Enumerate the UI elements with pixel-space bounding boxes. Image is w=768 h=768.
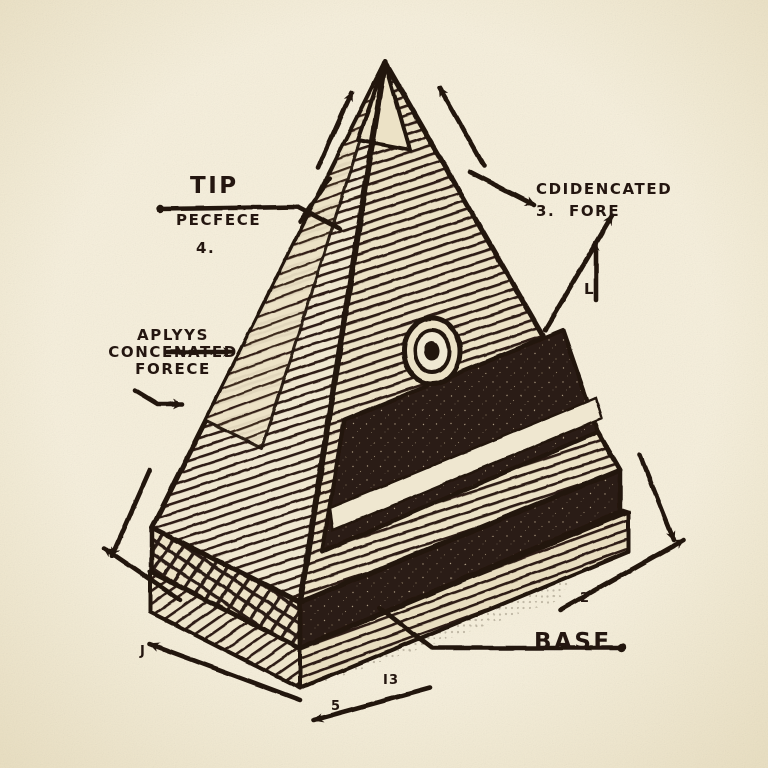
base-dim-right bbox=[557, 537, 687, 613]
base-dim-left bbox=[101, 545, 183, 603]
dimension-j: J bbox=[140, 644, 147, 659]
dimension-5: 5 bbox=[331, 699, 342, 714]
wedge-body bbox=[149, 59, 623, 605]
force-arrow-lower bbox=[132, 387, 185, 409]
right-down-arrow bbox=[637, 452, 677, 543]
apex-tick-left bbox=[298, 176, 332, 224]
right-el-glyph: L bbox=[584, 280, 596, 298]
tip-leader bbox=[155, 204, 343, 232]
force-label: APLYYS CONCENATED FORECE bbox=[108, 326, 238, 378]
tip-sublabel-num: 4. bbox=[196, 239, 216, 257]
right-label-bottom: 3. FORE bbox=[536, 202, 621, 220]
base-dim-bottom bbox=[311, 685, 433, 723]
tip-label: TIP bbox=[190, 173, 239, 199]
apex-arrow-right bbox=[437, 85, 487, 169]
base-label: BASE bbox=[534, 629, 612, 655]
tip-sublabel: PECFECE bbox=[176, 211, 262, 229]
left-down-arrow bbox=[109, 467, 153, 559]
base-number: 2 bbox=[580, 591, 591, 606]
base-leader bbox=[377, 605, 627, 653]
dimension-13: I3 bbox=[383, 673, 400, 688]
right-edge-arrow bbox=[542, 213, 615, 333]
apex-arrow-left bbox=[315, 89, 355, 171]
base-dim-left-low bbox=[147, 641, 303, 703]
wood-knot bbox=[401, 315, 463, 387]
right-leader bbox=[467, 169, 537, 208]
right-label-top: CDIDENCATED bbox=[536, 180, 673, 198]
